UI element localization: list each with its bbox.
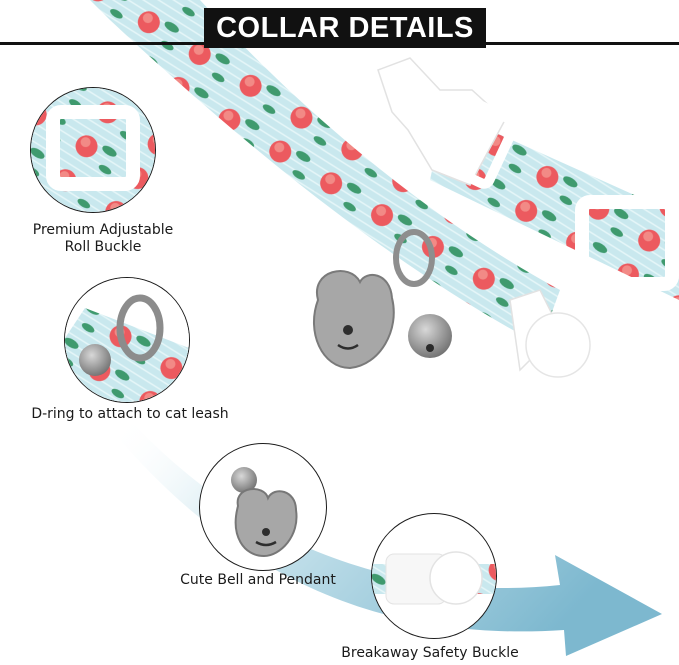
collar-strap (90, 0, 560, 345)
callout-circle-pendant (199, 443, 327, 571)
caption-bell-pendant: Cute Bell and Pendant (180, 572, 336, 588)
callout-circle-breakaway (371, 513, 497, 639)
bell-icon (408, 314, 452, 358)
collar-strap-right (430, 110, 679, 300)
caption-roll-buckle: Premium Adjustable Roll Buckle (10, 222, 196, 256)
buckle-clip (377, 57, 506, 186)
page-title: COLLAR DETAILS (204, 8, 486, 48)
caption-line-2: Roll Buckle (64, 239, 142, 255)
d-ring (393, 229, 435, 287)
caption-breakaway-buckle: Breakaway Safety Buckle (341, 645, 519, 661)
callout-circle-buckle (30, 87, 156, 213)
pendant-tag (313, 270, 395, 370)
flow-arrow (120, 420, 662, 656)
caption-line-1: Premium Adjustable (32, 222, 174, 238)
safety-tab (525, 312, 591, 378)
callout-circle-d-ring (64, 277, 190, 403)
caption-d-ring: D-ring to attach to cat leash (31, 406, 229, 422)
roll-buckle (575, 195, 679, 291)
